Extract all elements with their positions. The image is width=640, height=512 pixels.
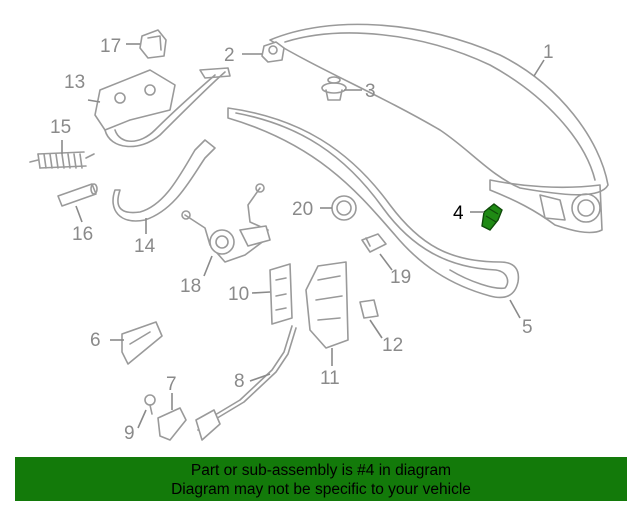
- part-17-bumper: [139, 29, 167, 59]
- part-15-spring: [29, 151, 95, 169]
- callout-9: 9: [124, 423, 135, 444]
- callout-4: 4: [453, 203, 464, 224]
- callout-19: 19: [390, 267, 411, 288]
- part-12-clip: [359, 299, 379, 319]
- part-20-grommet: [331, 195, 357, 221]
- callout-8: 8: [234, 371, 245, 392]
- callout-11: 11: [320, 368, 340, 389]
- part-11-latch: [305, 261, 349, 349]
- part-5-weatherstrip: [227, 107, 520, 299]
- part-10-bracket: [269, 263, 293, 325]
- part-14-rod: [112, 139, 216, 222]
- part-8-cable: [195, 325, 297, 441]
- leader-lines: [61, 43, 545, 429]
- callout-labels: 1 2 3 4 5 6 7 8 9 10 11 12 13 14 15 16 1…: [50, 36, 554, 444]
- part-2-clip: [261, 41, 285, 63]
- part-4-highlighted: [481, 203, 503, 231]
- part-19-clip: [361, 233, 387, 253]
- callout-7: 7: [166, 374, 177, 395]
- parts-diagram: 1 2 3 4 5 6 7 8 9 10 11 12 13 14 15 16 1…: [29, 23, 609, 444]
- callout-3: 3: [365, 81, 376, 102]
- part-16-buffer: [57, 183, 98, 207]
- callout-6: 6: [90, 330, 101, 351]
- callout-15: 15: [50, 117, 71, 138]
- callout-5: 5: [522, 317, 533, 338]
- callout-12: 12: [382, 335, 403, 356]
- callout-13: 13: [64, 72, 85, 93]
- part-6-bumper: [121, 321, 163, 365]
- callout-16: 16: [72, 224, 93, 245]
- callout-17: 17: [100, 36, 121, 57]
- callout-2: 2: [224, 45, 235, 66]
- info-banner: Part or sub-assembly is #4 in diagram Di…: [15, 457, 627, 501]
- part-3-grommet: [321, 76, 347, 101]
- part-1-trunk-lid: [269, 23, 609, 234]
- banner-line-part: Part or sub-assembly is #4 in diagram: [190, 462, 452, 479]
- banner-line-disclaimer: Diagram may not be specific to your vehi…: [171, 481, 471, 498]
- callout-20: 20: [292, 199, 313, 220]
- part-9-bolt: [144, 394, 156, 415]
- callout-14: 14: [134, 236, 156, 257]
- callout-18: 18: [180, 276, 201, 297]
- callout-1: 1: [543, 42, 554, 63]
- part-13-hinge: [94, 67, 231, 148]
- part-7-cap: [157, 407, 187, 441]
- part-18-actuator: [181, 183, 271, 263]
- callout-10: 10: [228, 284, 249, 305]
